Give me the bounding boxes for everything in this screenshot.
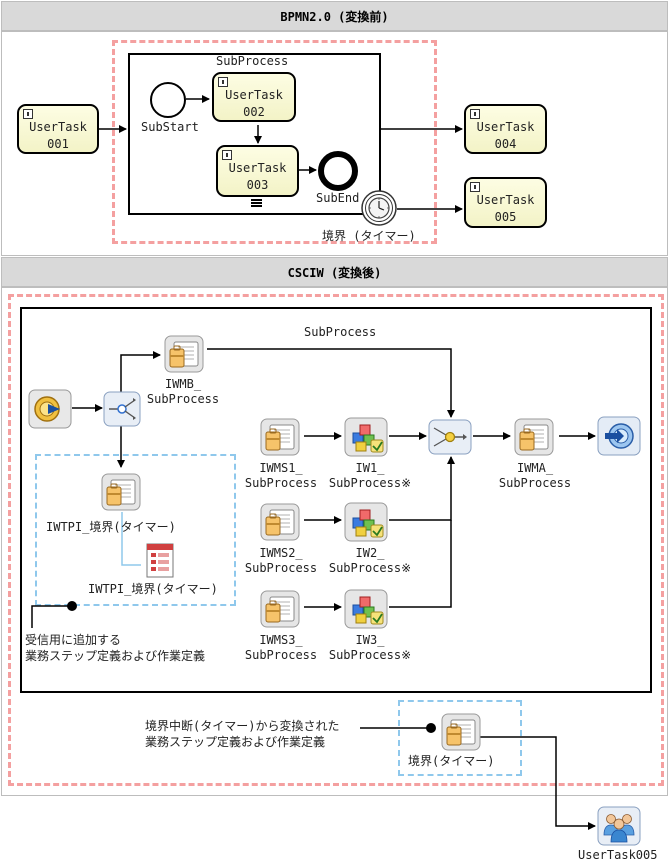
iwms3-step-icon[interactable] (260, 590, 300, 632)
sub-start-label: SubStart (141, 120, 199, 134)
iwms2-step-icon[interactable] (260, 503, 300, 545)
user-task-003[interactable]: UserTask 003 (216, 145, 299, 197)
subprocess-box[interactable] (128, 53, 381, 215)
boundary-node-label: 境界(タイマー) (408, 754, 495, 768)
iwtpi-document-label: IWTPI_境界(タイマー) (88, 582, 218, 596)
iwmb-step-icon[interactable] (164, 335, 204, 377)
iw3-label: IW3_SubProcess※ (328, 633, 412, 662)
iw1-label: IW1_SubProcess※ (328, 461, 412, 490)
boundary-timer-icon[interactable] (360, 189, 398, 227)
iwtpi-document-icon[interactable] (143, 543, 177, 583)
task-type-icon (470, 109, 480, 119)
user-task-001[interactable]: UserTask 001 (17, 104, 99, 154)
iwma-label: IWMA_SubProcess (498, 461, 572, 490)
user-task-002[interactable]: UserTask 002 (212, 72, 296, 122)
sub-end-label: SubEnd (316, 191, 360, 205)
iw2-label: IW2_SubProcess※ (328, 546, 412, 575)
iw3-work-icon[interactable] (344, 589, 388, 633)
added-receive-region (35, 454, 236, 606)
conversion-target-region (112, 40, 437, 244)
iwtpi-node-label: IWTPI_境界(タイマー) (46, 520, 176, 534)
bpmn-section-header: BPMN2.0 (変換前) (1, 1, 668, 31)
user-task-005[interactable]: UserTask 005 (464, 177, 547, 228)
merge-gateway-icon[interactable] (428, 419, 472, 455)
iwms2-label: IWMS2_SubProcess (244, 546, 318, 575)
csciw-subprocess-label: SubProcess (304, 325, 377, 339)
iw1-work-icon[interactable] (344, 417, 388, 461)
boundary-converted-region (398, 700, 522, 776)
user-task-004[interactable]: UserTask 004 (464, 104, 547, 154)
boundary-annotation: 境界中断(タイマー)から変換された業務ステップ定義および作業定義 (145, 719, 340, 749)
sub-start-event[interactable] (150, 82, 186, 118)
receive-annotation: 受信用に追加する業務ステップ定義および作業定義 (25, 633, 206, 663)
start-event-icon[interactable] (28, 389, 72, 429)
multi-instance-marker-icon (251, 199, 262, 207)
subprocess-label: SubProcess (216, 54, 289, 68)
user-task-005-label: UserTask005 (578, 848, 658, 862)
iwms1-step-icon[interactable] (260, 418, 300, 460)
iwtpi-step-icon[interactable] (101, 473, 141, 515)
boundary-timer-label: 境界 (タイマー) (322, 229, 416, 243)
boundary-step-icon[interactable] (441, 713, 481, 755)
task-type-icon (470, 182, 480, 192)
end-event-icon[interactable] (597, 416, 641, 456)
task-type-icon (218, 77, 228, 87)
converted-region (8, 294, 664, 786)
iwms3-label: IWMS3_SubProcess (244, 633, 318, 662)
iwma-step-icon[interactable] (514, 418, 554, 460)
iwmb-label: IWMB_SubProcess (146, 377, 220, 406)
iwms1-label: IWMS1_SubProcess (244, 461, 318, 490)
csciw-section-header: CSCIW (変換後) (1, 257, 668, 287)
sub-end-event[interactable] (318, 151, 358, 191)
csciw-subprocess-box[interactable] (20, 307, 652, 693)
bpmn-connectors (99, 95, 463, 213)
iw2-work-icon[interactable] (344, 502, 388, 546)
csciw-panel (1, 287, 668, 796)
user-task-group-icon[interactable] (597, 806, 641, 846)
task-type-icon (23, 109, 33, 119)
branch-gateway-icon[interactable] (103, 391, 141, 427)
task-type-icon (222, 150, 232, 160)
